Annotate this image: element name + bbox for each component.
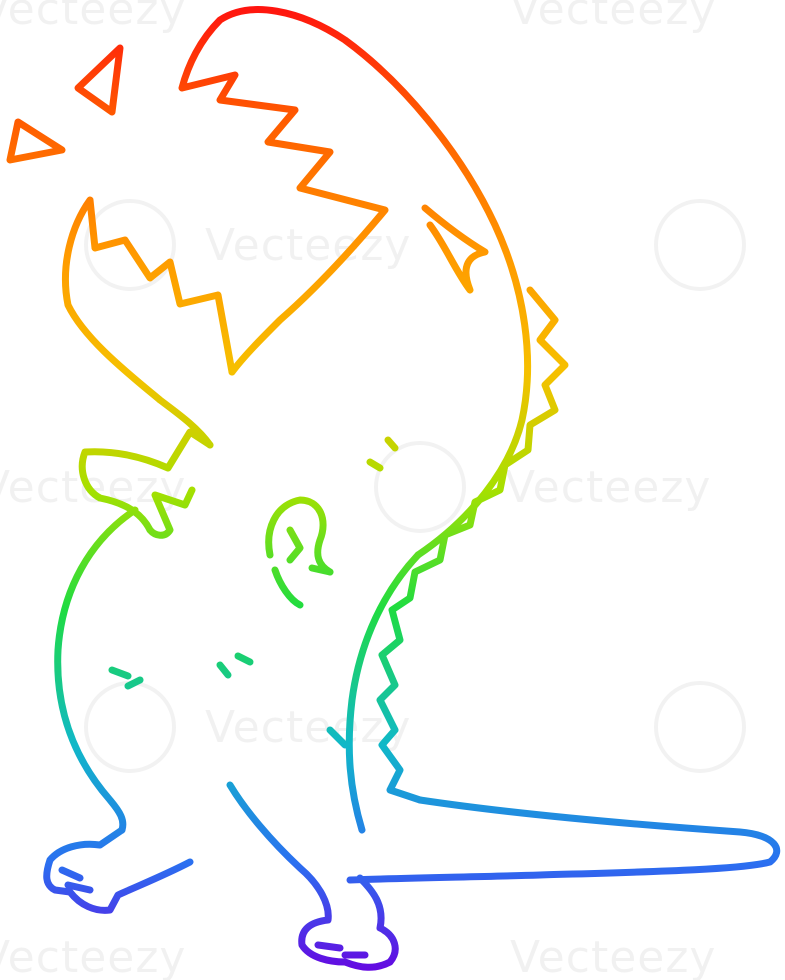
tail <box>346 796 781 884</box>
watermark-row-top: Vecteezy Vecteezy <box>0 0 716 35</box>
watermark-logo-icon <box>374 441 466 533</box>
texture-mark <box>124 676 144 690</box>
dorsal-spikes <box>376 286 569 804</box>
watermark-text: Vecteezy <box>205 220 411 271</box>
texture-mark <box>366 458 384 472</box>
right-arm <box>265 496 334 609</box>
texture-mark <box>384 436 399 452</box>
watermark-text: Vecteezy <box>0 0 186 35</box>
texture-mark <box>108 666 132 680</box>
watermark-text: Vecteezy <box>510 932 716 980</box>
watermark-logo-icon <box>654 199 746 291</box>
snort-mark-upper <box>74 44 124 116</box>
watermark-logo-icon <box>654 681 746 773</box>
watermark-text: Vecteezy <box>0 932 186 980</box>
right-leg <box>226 781 399 971</box>
neck-left-arm <box>78 428 214 539</box>
left-leg <box>43 826 194 914</box>
lower-jaw <box>62 196 236 449</box>
watermark-row-upper: Vecteezy <box>84 199 746 291</box>
watermark-row-middle: Vecteezy Vecteezy <box>0 441 711 533</box>
watermark-text: Vecteezy <box>510 0 716 35</box>
watermark-row-lower: Vecteezy <box>84 681 746 773</box>
watermark-text: Vecteezy <box>505 462 711 513</box>
watermark-logo-icon <box>84 681 176 773</box>
body-outline <box>54 506 139 834</box>
dinosaur <box>6 6 781 971</box>
watermark-logo-icon <box>84 199 176 291</box>
eye <box>421 204 489 294</box>
watermark-text: Vecteezy <box>205 702 411 753</box>
watermark: Vecteezy Vecteezy Vecteezy Vecteezy Vect… <box>0 0 746 980</box>
watermark-row-bottom: Vecteezy Vecteezy <box>0 932 716 980</box>
upper-jaw <box>178 6 532 559</box>
texture-mark <box>308 564 334 576</box>
texture-mark <box>326 726 349 749</box>
thigh-curve <box>345 551 422 834</box>
snort-mark-lower <box>6 118 66 164</box>
texture-mark <box>216 661 232 679</box>
texture-mark <box>234 652 254 666</box>
